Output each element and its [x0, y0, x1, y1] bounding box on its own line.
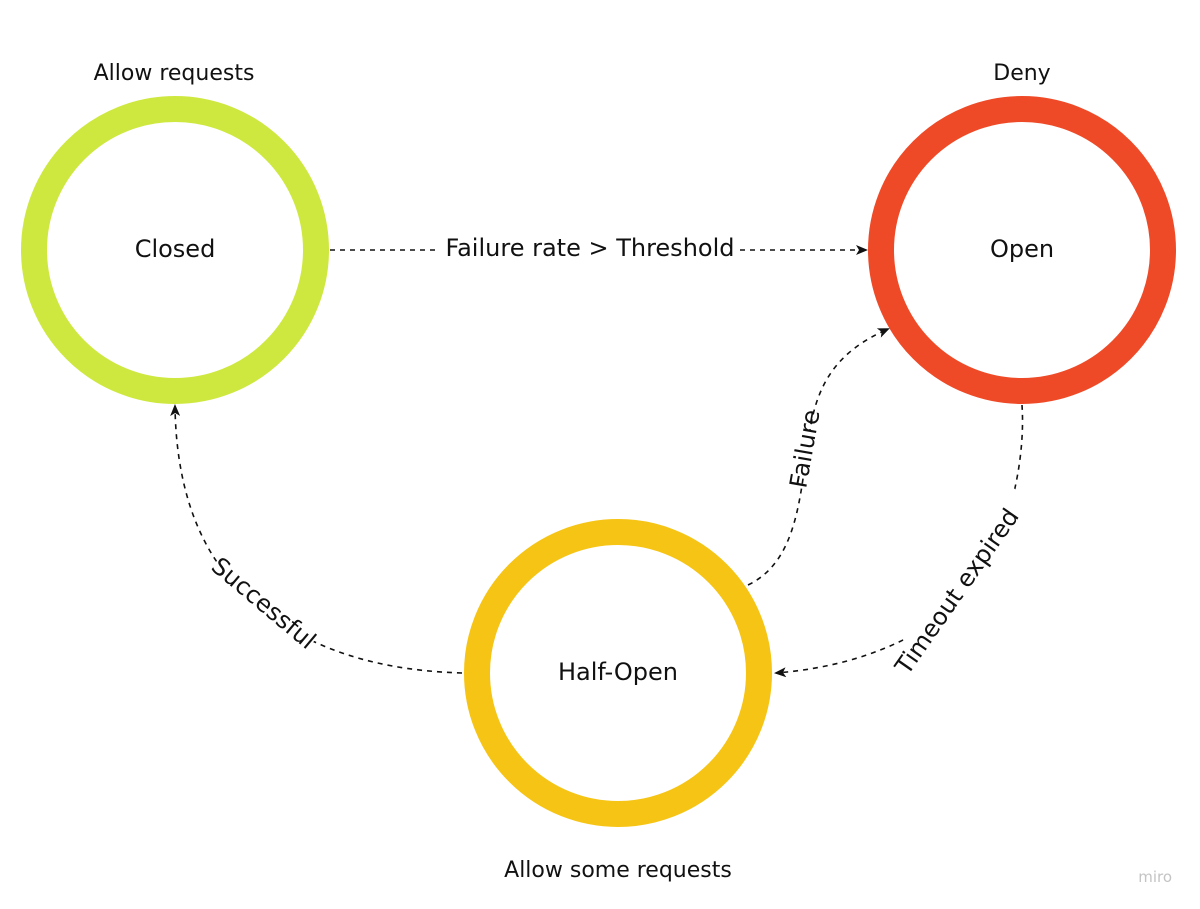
state-open-label: Open [990, 235, 1054, 263]
state-closed-label: Closed [135, 235, 216, 263]
state-half-open-label: Half-Open [558, 658, 678, 686]
edge-half-open-to-open-line [747, 328, 890, 586]
edge-closed-to-open-label: Failure rate > Threshold [446, 234, 735, 262]
state-half-open-caption: Allow some requests [504, 858, 732, 883]
edge-half-open-to-open: Failure [747, 328, 890, 586]
miro-watermark: miro [1138, 868, 1172, 886]
edge-closed-to-open-label-bg [436, 228, 740, 268]
edge-half-open-to-closed-label: Successful [206, 552, 321, 655]
state-closed-ring [21, 96, 329, 404]
edge-open-to-half-open-label-bg [896, 486, 1044, 674]
state-half-open: Half-Open Allow some requests [464, 519, 772, 883]
edge-closed-to-open: Failure rate > Threshold [330, 228, 868, 268]
edge-half-open-to-open-label-bg [750, 421, 857, 482]
edge-open-to-half-open-label: Timeout expired [889, 503, 1025, 680]
edge-half-open-to-closed-label-bg [201, 548, 324, 661]
state-half-open-ring [464, 519, 772, 827]
state-open-ring [868, 96, 1176, 404]
state-closed-caption: Allow requests [94, 61, 255, 86]
state-open: Open Deny [868, 61, 1176, 404]
edge-half-open-to-closed: Successful [170, 404, 463, 674]
state-open-caption: Deny [993, 61, 1050, 86]
state-closed: Closed Allow requests [21, 61, 329, 404]
